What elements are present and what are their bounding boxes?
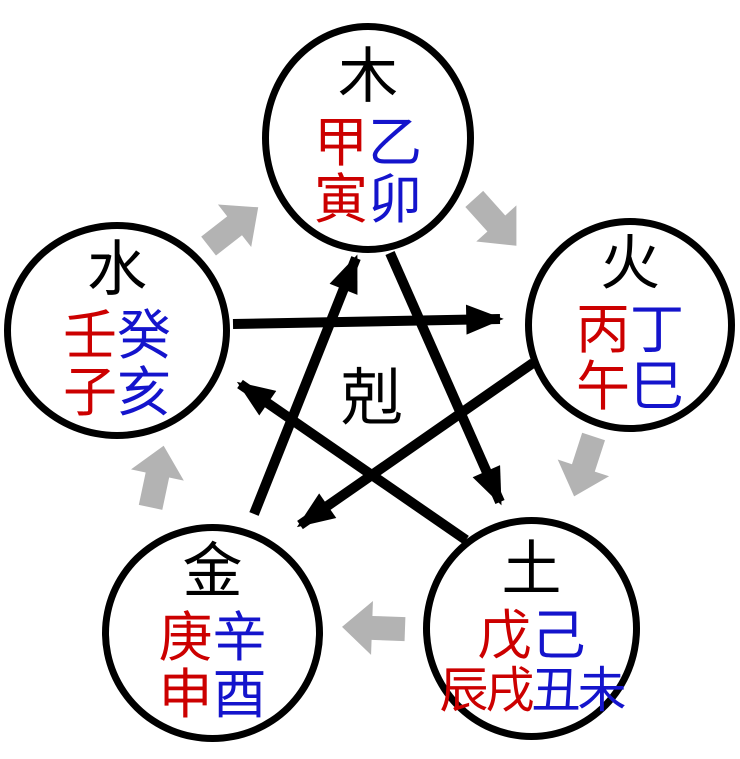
overcoming-arrow-water-to-fire [232,304,504,335]
center-cycle-label: 剋 [340,361,403,434]
branches-metal: 申酉 [159,666,267,724]
branch-yang-earth: 辰戌 [439,662,534,720]
stem-yin-earth: 己 [531,604,586,668]
branches-wood: 寅卯 [314,171,422,229]
stem-yang-water: 壬 [63,303,117,367]
stems-wood: 甲乙 [314,114,422,172]
branch-yin-earth: 丑未 [531,662,627,720]
branch-yin-wood: 卯 [368,168,422,231]
stem-yin-water: 癸 [117,303,171,367]
branch-yang-metal: 申 [158,663,213,726]
element-circle-earth: 土 戊己 辰戌丑未 [423,517,640,740]
branches-fire: 午巳 [576,358,684,416]
branch-yin-water: 亥 [117,360,171,424]
element-circle-wood: 木 甲乙 寅卯 [262,23,474,253]
element-label-fire: 火 [600,229,660,300]
stem-yang-wood: 甲 [314,111,368,175]
generating-arrow-metal-to-water [131,445,184,510]
branch-yang-fire: 午 [576,355,630,418]
stem-yin-wood: 乙 [368,111,422,175]
stem-yin-metal: 辛 [212,606,267,670]
element-label-earth: 土 [501,535,562,606]
element-label-metal: 金 [182,537,243,608]
stems-earth: 戊己 [478,608,586,665]
generating-arrow-fire-to-earth [557,432,610,497]
generating-arrow-water-to-wood [201,204,259,256]
branches-water: 子亥 [63,364,171,422]
stem-yin-fire: 丁 [630,298,684,362]
stem-yang-metal: 庚 [158,606,213,670]
branch-yin-fire: 巳 [630,355,684,418]
element-circle-fire: 火 丙丁 午巳 [525,218,735,432]
element-label-water: 水 [87,234,147,305]
branch-yang-wood: 寅 [314,168,368,231]
element-circle-water: 水 壬癸 子亥 [4,222,230,439]
branches-earth: 辰戌丑未 [439,662,627,720]
element-label-wood: 木 [338,42,398,113]
stem-yang-earth: 戊 [477,604,532,668]
stems-water: 壬癸 [63,307,171,365]
generating-arrow-wood-to-fire [465,190,517,246]
stem-yang-fire: 丙 [576,298,630,362]
branch-yin-metal: 酉 [212,663,267,726]
stems-fire: 丙丁 [576,301,684,359]
element-circle-metal: 金 庚辛 申酉 [102,524,323,742]
stems-metal: 庚辛 [159,609,267,667]
branch-yang-water: 子 [63,360,117,424]
generating-arrow-earth-to-metal [342,600,406,655]
